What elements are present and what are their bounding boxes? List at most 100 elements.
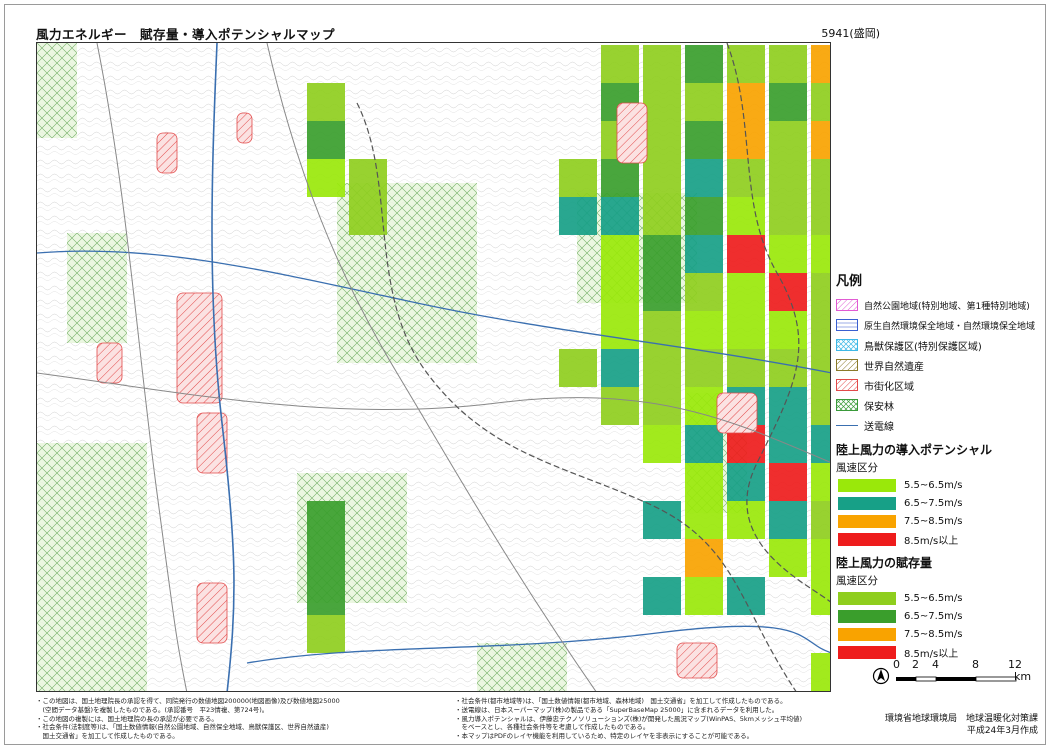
sheet-number: 5941(盛岡): [821, 27, 880, 40]
wind-cell: [685, 235, 723, 273]
notes-right: ・社会条件(都市地域等)は、「国土数値情報(都市地域、森林地域) 国土交通省」を…: [455, 697, 835, 741]
scale-tick-4: 4: [932, 658, 939, 671]
wind-cell: [601, 197, 639, 235]
map-title: 風力エネルギー 賦存量・導入ポテンシャルマップ: [36, 27, 336, 42]
wind-cell: [727, 463, 765, 501]
wind-cell: [727, 159, 765, 197]
wind-cell: [685, 121, 723, 159]
scale-bar-graphic: [872, 667, 1017, 685]
wind-cell: [307, 159, 345, 197]
legend-zone-park: 自然公園地域(特別地域、第1種特別地域): [836, 295, 1046, 315]
potential-class-row: 8.5m/s以上: [838, 530, 1046, 548]
resource-class-row: 8.5m/s以上: [838, 643, 1046, 661]
resource-class-row: 6.5~7.5m/s: [838, 607, 1046, 625]
wind-cell: [601, 311, 639, 349]
notes-left: ・この地図は、国土地理院長の承認を得て、同院発行の数値地図200000(地図画像…: [36, 697, 446, 741]
wind-cell: [643, 235, 681, 273]
wind-cell: [811, 83, 830, 121]
wind-cell: [601, 235, 639, 273]
legend-title: 凡例: [836, 274, 863, 289]
wind-cell: [769, 159, 807, 197]
wind-cell: [643, 197, 681, 235]
wind-cell: [727, 311, 765, 349]
note-right-4: をベースとし、各種社会条件等を考慮して作成したものである。: [455, 723, 650, 732]
wind-cell: [811, 45, 830, 83]
wind-cell: [727, 83, 765, 121]
wind-cell: [349, 159, 387, 197]
resource-class-swatch: [838, 591, 896, 605]
legend-zone-forest: 保安林: [836, 395, 1046, 415]
wildlife-swatch: [836, 339, 858, 351]
road: [37, 372, 830, 463]
wind-cell: [769, 311, 807, 349]
wind-cell: [685, 463, 723, 501]
agency-date: 平成24年3月作成: [966, 726, 1038, 736]
wind-cell: [685, 501, 723, 539]
wind-cell: [811, 425, 830, 463]
wind-cell: [685, 45, 723, 83]
wind-cell: [811, 653, 830, 691]
wind-cell-layer: [307, 45, 830, 691]
note-right-3: ・風力導入ポテンシャルは、伊藤忠テクノソリューションズ(株)が開発した風況マップ…: [455, 714, 803, 723]
forest-patch: [37, 443, 147, 691]
wind-cell: [811, 501, 830, 539]
wind-cell: [769, 273, 807, 311]
park-swatch: [836, 299, 858, 311]
wind-cell: [307, 539, 345, 577]
note-right-1: ・社会条件(都市地域等)は、「国土数値情報(都市地域、森林地域) 国土交通省」を…: [455, 697, 787, 705]
scale-unit: km: [1014, 670, 1032, 683]
wind-cell: [769, 197, 807, 235]
resource-class-swatch: [838, 627, 896, 641]
legend-resource-sub: 風速区分: [836, 575, 878, 587]
wind-cell: [727, 197, 765, 235]
wind-cell: [307, 121, 345, 159]
legend-transmission-line-label: 送電線: [864, 421, 894, 433]
wind-cell: [811, 273, 830, 311]
wind-cell: [769, 83, 807, 121]
legend-transmission-line: 送電線: [836, 415, 1046, 435]
wind-cell: [685, 425, 723, 463]
wind-cell: [727, 349, 765, 387]
wind-cell: [811, 311, 830, 349]
wind-cell: [559, 197, 597, 235]
map-canvas[interactable]: [36, 42, 831, 692]
urban-swatch: [836, 379, 858, 391]
legend-zone-forest-label: 保安林: [864, 401, 894, 413]
coastline-boundary: [726, 43, 830, 603]
map-legend: 凡例 自然公園地域(特別地域、第1種特別地域) 原生自然環境保全地域・自然環境保…: [836, 270, 1046, 661]
resource-class-swatch: [838, 645, 896, 659]
forest-swatch: [836, 399, 858, 411]
wind-cell: [769, 539, 807, 577]
note-left-1: ・この地図は、国土地理院長の承認を得て、同院発行の数値地図200000(地図画像…: [36, 697, 340, 705]
wind-cell: [559, 159, 597, 197]
transmission-line-swatch: [836, 424, 858, 426]
wind-cell: [643, 83, 681, 121]
potential-class-row: 5.5~6.5m/s: [838, 476, 1046, 494]
scale-tick-8: 8: [972, 658, 979, 671]
conservation-swatch: [836, 319, 858, 331]
resource-class-label: 8.5m/s以上: [904, 648, 959, 660]
wind-cell: [307, 83, 345, 121]
wind-cell: [601, 45, 639, 83]
note-left-2: (空間データ基盤)を複製したものである。(承認番号 平23情複、第724号)。: [36, 705, 269, 714]
wind-cell: [811, 159, 830, 197]
urban-area: [676, 642, 718, 679]
wind-cell: [307, 501, 345, 539]
wind-cell: [727, 273, 765, 311]
potential-class-swatch: [838, 496, 896, 510]
note-left-4: ・社会条件(法制度等)は、「国土数値情報(自然公園地域、自然保全地域、鳥獣保護区…: [36, 723, 329, 732]
wind-cell: [559, 349, 597, 387]
wind-cell: [685, 273, 723, 311]
note-right-2: ・送電線は、日本スーパーマップ(株)の製品である「SuperBaseMap 25…: [455, 705, 779, 714]
urban-area: [156, 132, 178, 174]
wind-cell: [769, 387, 807, 425]
wind-cell: [769, 235, 807, 273]
legend-zone-heritage: 世界自然遺産: [836, 355, 1046, 375]
wind-cell: [601, 159, 639, 197]
wind-cell: [643, 425, 681, 463]
wind-cell: [811, 121, 830, 159]
page-frame: [4, 4, 1046, 745]
note-right-5: ・本マップはPDFのレイヤ機能を利用しているため、特定のレイヤを非表示にすること…: [455, 732, 754, 741]
